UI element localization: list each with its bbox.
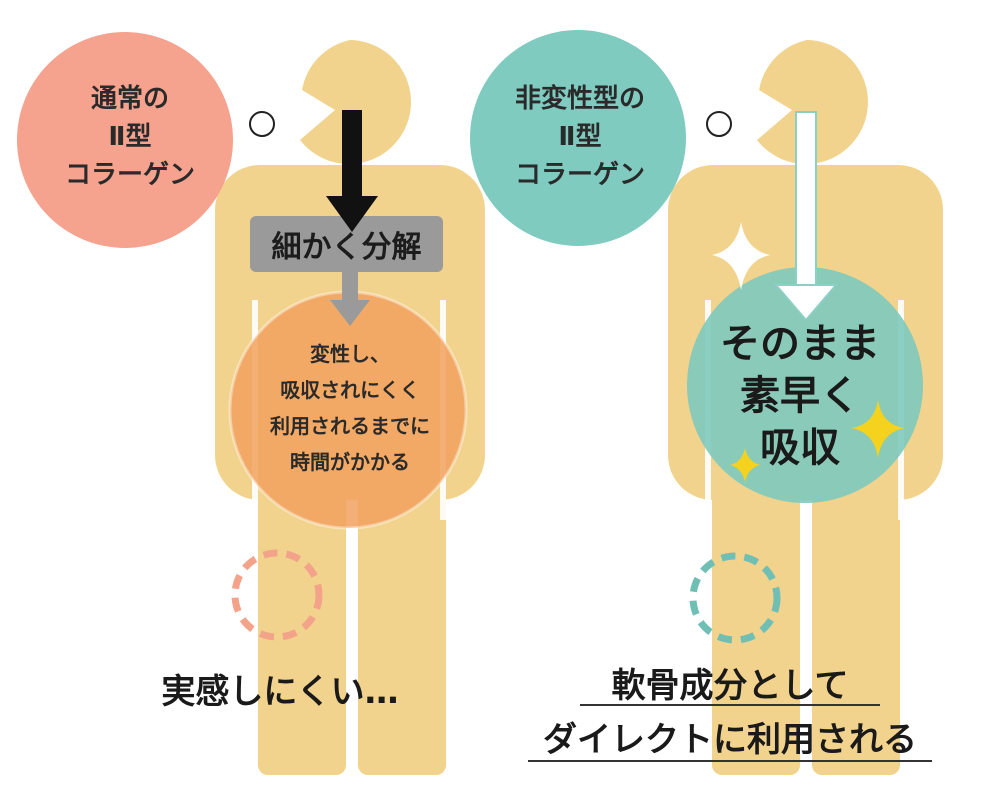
- left-gray-arrow: [330, 272, 370, 326]
- right-knee-dashed-circle: [689, 552, 781, 644]
- left-stomach-circle: [230, 292, 466, 528]
- yellow-sparkle-small-icon: [730, 448, 760, 482]
- right-caption-underline-1: [580, 704, 880, 706]
- right-stomach-text: そのまま 素早く 吸収: [700, 318, 900, 474]
- yellow-sparkle-large-icon: [851, 400, 905, 458]
- regular-label-line-2: Ⅱ型: [108, 122, 152, 152]
- right-down-arrow: [773, 111, 839, 322]
- left-stomach-line-1: 変性し、: [310, 342, 390, 366]
- white-sparkle-icon: [712, 222, 770, 290]
- breakdown-box: [250, 216, 443, 272]
- right-leg-right: [812, 470, 900, 775]
- right-capsule-dot: [706, 111, 732, 137]
- left-stomach-text: 変性し、 吸収されにくく 利用されるまでに 時間がかかる: [235, 336, 465, 480]
- left-stomach-line-2: 吸収されにくく: [280, 378, 420, 402]
- right-bottom-caption-line-1: 軟骨成分として: [611, 666, 849, 706]
- left-down-arrow: [326, 110, 378, 232]
- right-stomach-circle: [687, 267, 923, 503]
- undenatured-collagen-circle: [470, 30, 686, 246]
- regular-label-line-1: 通常の: [90, 84, 169, 114]
- left-leg-right: [358, 470, 446, 775]
- right-bottom-caption-line-2: ダイレクトに利用される: [543, 720, 917, 760]
- right-stomach-line-2: 素早く: [740, 373, 860, 419]
- left-leg-left: [258, 470, 346, 775]
- undenatured-label-line-2: Ⅱ型: [558, 122, 602, 152]
- left-stomach-line-3: 利用されるまでに: [270, 414, 430, 438]
- regular-label-line-3: コラーゲン: [64, 160, 195, 190]
- right-leg-left: [712, 470, 800, 775]
- right-stomach-line-1: そのまま: [720, 321, 880, 367]
- regular-collagen-circle: [17, 32, 233, 248]
- undenatured-collagen-label: 非変性型の Ⅱ型 コラーゲン: [480, 62, 680, 212]
- right-caption-underline-2: [528, 760, 932, 762]
- undenatured-label-line-3: コラーゲン: [514, 160, 645, 190]
- left-knee-dashed-circle: [231, 549, 323, 641]
- left-bottom-caption: 実感しにくい…: [161, 672, 399, 712]
- regular-collagen-label: 通常の Ⅱ型 コラーゲン: [30, 62, 230, 212]
- right-stomach-line-3: 吸収: [760, 425, 840, 471]
- left-stomach-line-4: 時間がかかる: [290, 450, 410, 474]
- breakdown-label: 細かく分解: [271, 230, 422, 265]
- undenatured-label-line-1: 非変性型の: [514, 84, 645, 114]
- left-capsule-dot: [249, 111, 275, 137]
- left-head: [300, 40, 411, 164]
- right-head: [757, 40, 868, 164]
